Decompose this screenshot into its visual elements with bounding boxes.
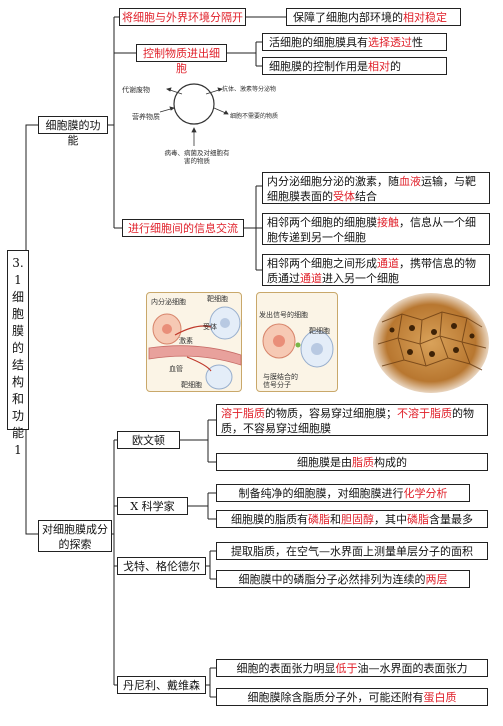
label-target-cell: 靶细胞	[207, 295, 228, 303]
item-separate-environment: 将细胞与外界环境分隔开	[119, 8, 246, 26]
text-segment: ，携带信息的物质通过	[267, 257, 476, 285]
highlight-text: 相对稳定	[403, 11, 447, 24]
scientist-overton: 欧文顿	[117, 431, 180, 449]
text-segment: 细胞的表面张力明显	[236, 662, 336, 675]
text-segment: ，信息从一个细胞传递到另一个细胞	[267, 216, 476, 244]
text-segment: 性	[412, 36, 423, 49]
root-node: 3.1 细胞膜的结构和功能 1	[7, 250, 29, 457]
detail-membrane-contact: 相邻两个细胞的细胞膜接触，信息从一个细胞传递到另一个细胞	[262, 213, 490, 245]
text-segment: 运输，与靶细胞膜表面的	[267, 175, 476, 203]
detail-lipid-solubility: 溶于脂质的物质，容易穿过细胞膜；不溶于脂质的物质，不容易穿过细胞膜	[216, 404, 488, 436]
highlight-text: 血液	[399, 175, 421, 188]
text-segment: 提取脂质，在空气—水界面上测量单层分子的面积	[231, 545, 473, 558]
detail-made-of-lipids: 细胞膜是由脂质构成的	[216, 453, 488, 471]
highlight-text: 脂质	[352, 456, 374, 469]
text-segment: 相邻两个细胞之间形成	[267, 257, 377, 270]
label-receptor: 受体	[203, 323, 217, 331]
highlight-text: 通道	[300, 272, 322, 285]
label-signal-molecule: 与膜结合的信号分子	[263, 373, 298, 389]
detail-monolayer-area: 提取脂质，在空气—水界面上测量单层分子的面积	[216, 542, 488, 560]
scientist-danielli-davson: 丹尼利、戴维森	[117, 676, 206, 694]
scientist-gorter-grendel: 戈特、格伦德尔	[117, 557, 206, 575]
text-segment: 进入另一个细胞	[322, 272, 399, 285]
label-metabolic-waste: 代谢废物	[122, 86, 150, 94]
item-cell-communication: 进行细胞间的信息交流	[122, 219, 244, 237]
detail-hormone-signal: 内分泌细胞分泌的激素，随血液运输，与靶细胞膜表面的受体结合	[262, 172, 490, 204]
label-endocrine-cell: 内分泌细胞	[151, 298, 186, 306]
text-segment: 制备纯净的细胞膜，对细胞膜进行	[238, 487, 404, 500]
highlight-text: 接触	[377, 216, 399, 229]
text-segment: 和	[330, 513, 341, 526]
cell-transport-diagram: 代谢废物 抗体、激素等分泌物 营养物质 细胞不需要的物质 病毒、病菌及对细胞有害…	[122, 76, 278, 176]
highlight-text: 化学分析	[403, 487, 448, 500]
highlight-text: 溶于脂质	[221, 407, 265, 420]
label-nutrients: 营养物质	[132, 113, 160, 121]
highlight-text: 磷脂	[407, 513, 429, 526]
highlight-text: 低于	[335, 662, 358, 675]
figure-plasmodesmata-micrograph	[372, 292, 490, 394]
label-target-cell-fig2: 靶细胞	[309, 327, 330, 335]
detail-channel: 相邻两个细胞之间形成通道，携带信息的物质通过通道进入另一个细胞	[262, 254, 490, 286]
text-segment: 细胞膜是由	[297, 456, 352, 469]
highlight-text: 不溶于脂质	[397, 407, 452, 420]
text-segment: 的物质，不容易穿过细胞膜	[221, 407, 474, 435]
branch-membrane-composition: 对细胞膜成分的探索	[38, 520, 112, 552]
text-segment: 细胞膜中的磷脂分子必然排列为连续的	[238, 573, 426, 586]
label-secretions: 抗体、激素等分泌物	[222, 86, 277, 93]
detail-chemical-analysis: 制备纯净的细胞膜，对细胞膜进行化学分析	[216, 484, 470, 502]
figure-contact-signaling: 发出信号的细胞 靶细胞 与膜结合的信号分子	[256, 292, 338, 392]
label-unneeded-substances: 细胞不需要的物质	[230, 113, 279, 120]
highlight-text: 两层	[425, 573, 448, 586]
text-segment: 细胞膜的脂质有	[231, 513, 308, 526]
branch-cell-membrane-function: 细胞膜的功能	[38, 116, 108, 147]
text-segment: 的	[390, 60, 401, 73]
text-segment: 内分泌细胞分泌的激素，随	[267, 175, 399, 188]
cell-circle	[173, 83, 215, 125]
label-harmful-substances: 病毒、病菌及对细胞有害的物质	[164, 149, 230, 165]
text-segment: ，其中	[374, 513, 407, 526]
text-segment: 相邻两个细胞的细胞膜	[267, 216, 377, 229]
item-control-transport: 控制物质进出细胞	[136, 44, 227, 75]
detail-relative-control: 细胞膜的控制作用是相对的	[262, 57, 447, 75]
detail-bilayer: 细胞膜中的磷脂分子必然排列为连续的两层	[216, 570, 470, 588]
text-segment: 细胞膜除含脂质分子外，可能还附有	[247, 691, 424, 704]
text-segment: 细胞膜的控制作用是	[269, 60, 368, 73]
highlight-text: 蛋白质	[423, 691, 457, 704]
figure-hormone-pathway: 内分泌细胞 靶细胞 受体 激素 血管 靶细胞	[146, 292, 242, 392]
text-segment: 的物质，容易穿过细胞膜；	[265, 407, 397, 420]
text-segment: 保障了细胞内部环境的	[293, 11, 403, 24]
highlight-text: 相对	[368, 60, 390, 73]
detail-surface-tension: 细胞的表面张力明显低于油—水界面的表面张力	[216, 659, 488, 677]
text-segment: 结合	[355, 190, 377, 203]
text-segment: 含量最多	[429, 513, 473, 526]
highlight-text: 通道	[377, 257, 399, 270]
detail-relative-stability: 保障了细胞内部环境的相对稳定	[286, 8, 461, 26]
label-target-cell-2: 靶细胞	[181, 381, 202, 389]
detail-phospholipid-cholesterol: 细胞膜的脂质有磷脂和胆固醇，其中磷脂含量最多	[216, 510, 488, 528]
label-blood-vessel: 血管	[169, 365, 183, 373]
text-segment: 活细胞的细胞膜具有	[269, 36, 368, 49]
text-segment: 油—水界面的表面张力	[357, 662, 468, 675]
detail-protein: 细胞膜除含脂质分子外，可能还附有蛋白质	[216, 688, 488, 706]
highlight-text: 选择透过	[368, 36, 412, 49]
highlight-text: 磷脂	[308, 513, 330, 526]
detail-selective-permeability: 活细胞的细胞膜具有选择透过性	[262, 33, 447, 51]
scientist-x: X 科学家	[117, 497, 188, 515]
label-signal-cell: 发出信号的细胞	[259, 311, 308, 319]
text-segment: 构成的	[374, 456, 407, 469]
highlight-text: 胆固醇	[341, 513, 374, 526]
label-hormone: 激素	[179, 337, 193, 345]
highlight-text: 受体	[333, 190, 355, 203]
